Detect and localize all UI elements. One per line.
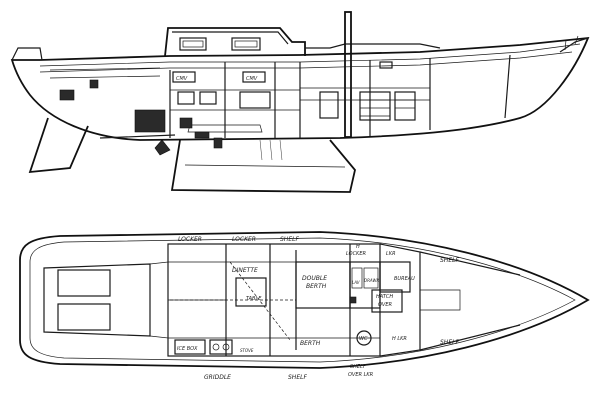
label-lkr-top: LKR — [386, 251, 396, 257]
plan-dinette-table — [235, 277, 267, 307]
plan-stove — [209, 339, 233, 355]
label-shelf-bow-bottom: SHELF — [440, 339, 459, 346]
profile-rudder — [28, 117, 89, 174]
plan-hatch-over — [371, 289, 403, 313]
profile-keel — [170, 139, 356, 193]
profile-hull — [10, 36, 590, 141]
plan-cockpit — [43, 263, 151, 337]
label-griddle: GRIDDLE — [204, 374, 231, 381]
label-lav: LAV — [352, 280, 360, 285]
label-locker-1: LOCKER — [178, 236, 202, 243]
plan-wc — [356, 330, 372, 346]
label-h-locker-2: LOCKER — [346, 251, 366, 257]
label-drawer: DRAWR — [364, 278, 379, 283]
plan-hull — [19, 231, 590, 369]
plan-ice-box — [174, 339, 206, 355]
profile-right-cabin-label: CMV — [246, 76, 258, 82]
label-double-2: BERTH — [306, 283, 327, 290]
label-h-locker-1: H — [356, 244, 360, 250]
label-hatch-2: OVER — [378, 302, 392, 308]
label-hatch-1: HATCH — [376, 294, 393, 300]
profile-cabin-trunk — [164, 27, 306, 57]
label-dinette: DINETTE — [232, 267, 258, 274]
label-shelf-over-2: OVER LKR — [348, 372, 373, 378]
label-berth: BERTH — [300, 340, 321, 347]
label-shelf-bow-top: SHELF — [440, 257, 459, 264]
label-ice-box: ICE BOX — [177, 346, 198, 352]
label-stove: STOVE — [240, 348, 254, 353]
label-shelf-top: SHELF — [280, 236, 299, 243]
profile-mast — [344, 11, 352, 138]
label-locker-2: LOCKER — [232, 236, 256, 243]
profile-engine — [134, 109, 166, 133]
profile-window-2 — [231, 37, 261, 51]
profile-view: CMV CMV — [10, 11, 590, 193]
label-wc: WC — [359, 336, 368, 342]
profile-left-cabin-label: CMV — [176, 76, 188, 82]
label-h-lkr: H LKR — [392, 336, 407, 342]
label-double-1: DOUBLE — [302, 275, 327, 282]
plan-mast-step — [349, 296, 357, 304]
plan-view: LOCKER LOCKER SHELF H LOCKER LKR SHELF D… — [19, 231, 590, 381]
label-shelf-over-1: SHELF — [350, 364, 366, 370]
label-shelf-bottom: SHELF — [288, 374, 307, 381]
label-table: TABLE — [246, 296, 262, 302]
profile-window-1 — [179, 37, 207, 51]
label-bureau: BUREAU — [394, 276, 415, 282]
